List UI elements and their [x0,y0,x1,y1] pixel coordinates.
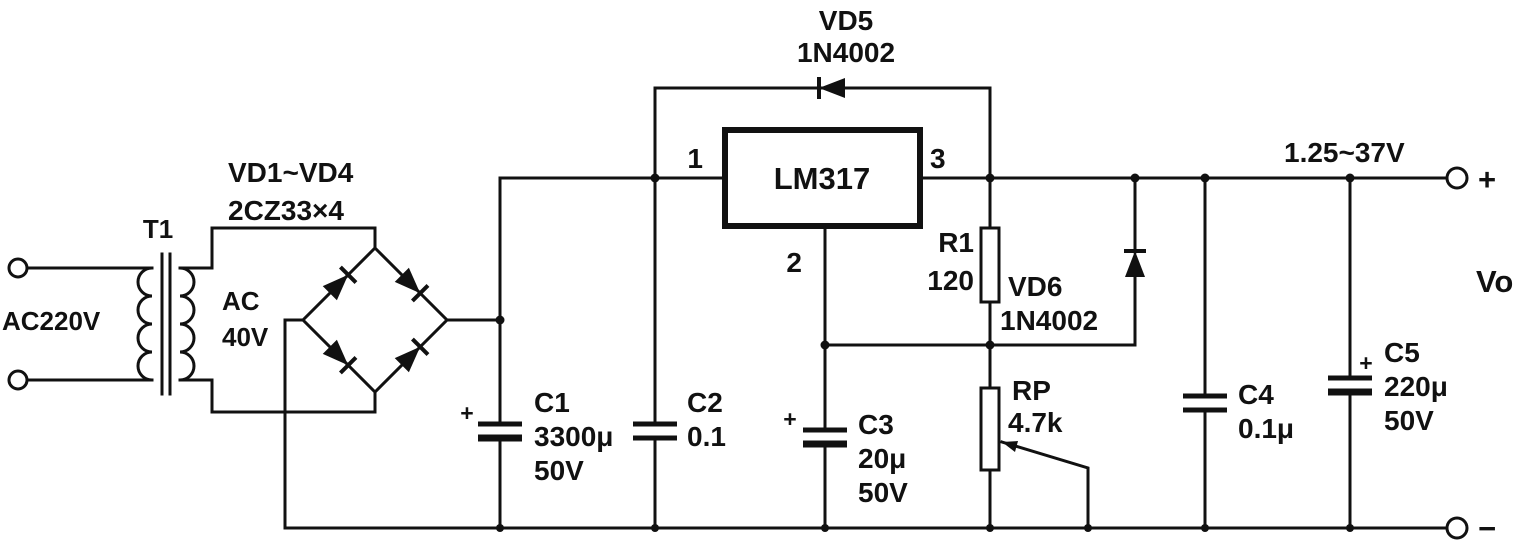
diode-vd2-icon [394,267,430,303]
pin3-label: 3 [930,143,946,174]
vd6-name-label: VD6 [1008,271,1062,302]
c3-value-label: 20μ [858,443,906,474]
c5-voltage-label: 50V [1384,405,1434,436]
adjust-network [823,176,1146,530]
output-minus-label: − [1478,511,1496,541]
output-plus-label: + [1478,162,1496,197]
input-terminal-top [7,257,29,279]
output-range-label: 1.25~37V [1284,137,1405,168]
pin2-label: 2 [786,247,802,278]
junction-dot [986,524,994,532]
junction-dot [651,524,659,532]
diode-vd5 [653,77,992,180]
input-terminal-bottom [7,369,29,391]
capacitor-c4 [1183,176,1227,530]
c5-name-label: C5 [1384,337,1420,368]
potentiometer-rp-body [979,386,1001,472]
secondary-coil [178,266,196,382]
rectifier-name-label: VD1~VD4 [228,157,354,188]
junction-dot [496,524,504,532]
secondary-voltage-label-1: AC [222,286,260,316]
vd5-name-label: VD5 [819,5,873,36]
capacitor-c1: + [460,176,522,530]
ac-source-label: AC220V [2,306,101,336]
resistor-r1-body [979,226,1001,304]
capacitor-c5: + [1328,176,1373,530]
c2-name-label: C2 [687,387,723,418]
c1-voltage-label: 50V [534,455,584,486]
vd6-type-label: 1N4002 [1000,305,1098,336]
junction-dot [1201,524,1209,532]
secondary-voltage-label-2: 40V [222,322,269,352]
junction-dot [1200,173,1210,183]
c3-voltage-label: 50V [858,477,908,508]
capacitor-c2 [633,86,677,530]
diode-vd5-icon [817,77,845,99]
wire-secondary-top [178,226,377,270]
diode-vd1-icon [322,265,358,301]
output-vo-label: Vo [1476,264,1513,299]
c3-name-label: C3 [858,409,894,440]
c2-value-label: 0.1 [687,421,726,452]
r1-name-label: R1 [938,227,974,258]
junction-dot [821,524,829,532]
output-terminals [1445,166,1469,540]
transformer-t1 [136,226,377,414]
pin1-label: 1 [687,143,703,174]
junction-dot [820,340,830,350]
wire-rp-wiper [1000,440,1090,530]
junction-dot [1084,524,1092,532]
rp-name-label: RP [1012,375,1051,406]
transformer-label: T1 [143,214,173,244]
junction-dot [1346,524,1354,532]
c4-name-label: C4 [1238,379,1274,410]
output-terminal-positive [1445,166,1469,190]
junction-dot [1345,173,1355,183]
wire-dc-negative [283,318,305,530]
lm317-body [722,127,923,229]
junction-dot [985,173,995,183]
junction-dots [495,173,1355,532]
capacitor-c3: + [783,343,847,530]
c4-value-label: 0.1μ [1238,413,1294,444]
junction-dot [985,340,995,350]
junction-dot [495,315,505,325]
labels: AC220V T1 AC 40V VD1~VD4 2CZ33×4 VD5 1N4… [2,5,1513,541]
diode-vd6-icon [1124,249,1146,277]
c5-value-label: 220μ [1384,371,1448,402]
bridge-rectifier [300,245,450,395]
vd5-type-label: 1N4002 [797,37,895,68]
c3-polarity-mark: + [783,406,796,432]
rectifier-type-label: 2CZ33×4 [228,195,344,226]
diode-vd3-icon [322,339,358,375]
diode-vd4-icon [394,337,430,373]
c1-polarity-mark: + [460,400,473,426]
power-rails [283,176,1449,530]
primary-coil [136,266,154,382]
output-terminal-negative [1445,516,1469,540]
c1-value-label: 3300μ [534,421,613,452]
ac-input-terminals [7,257,154,391]
junction-dot [650,173,660,183]
regulator-lm317: LM317 1 3 2 [687,127,946,347]
rp-wiper-arrow-icon [1002,441,1018,452]
bridge-diamond [300,245,450,395]
lm317-label: LM317 [774,161,870,196]
r1-value-label: 120 [927,265,974,296]
c5-polarity-mark: + [1359,350,1372,376]
wire-secondary-bottom [178,378,377,414]
junction-dot [1130,173,1140,183]
rp-value-label: 4.7k [1008,407,1063,438]
c1-name-label: C1 [534,387,570,418]
